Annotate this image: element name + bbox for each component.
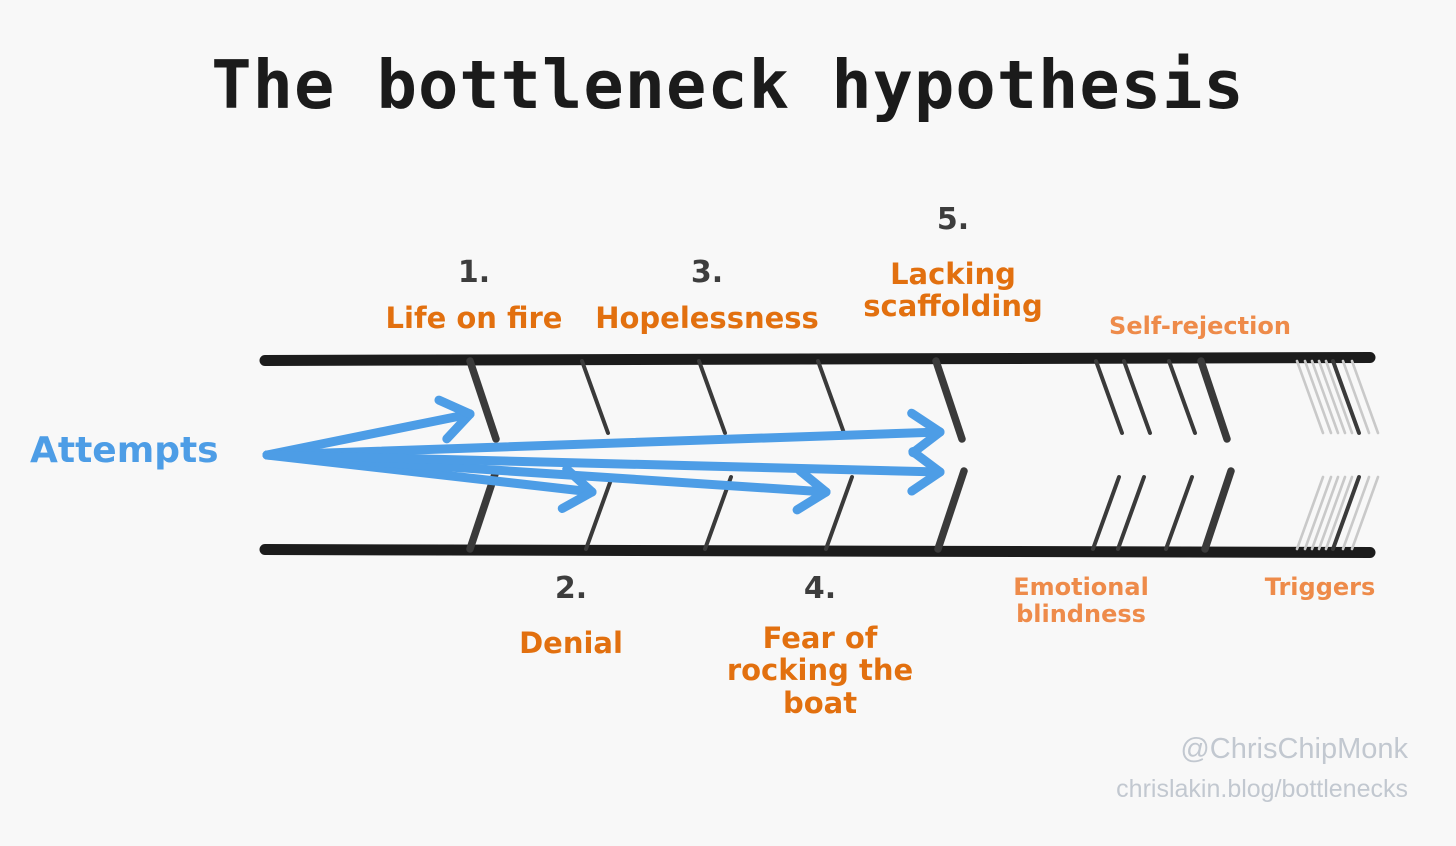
- arrow-to-stage-2-head: [557, 487, 597, 513]
- pipe-barb-top: [932, 357, 966, 443]
- minor-label-emotional-blindness: Emotional blindness: [1013, 573, 1149, 628]
- pipe-barb-top: [1310, 359, 1340, 435]
- pipe-barb-bottom: [1116, 475, 1146, 551]
- pipe-wall-top: [259, 352, 1376, 366]
- pipe-barbs-top: [466, 357, 1380, 443]
- stage-number-hopelessness: 3.: [690, 255, 724, 290]
- pipe-barb-top: [697, 359, 727, 435]
- attempts-label: Attempts: [30, 430, 219, 471]
- arrow-to-stage-1-head: [434, 395, 475, 419]
- minor-label-triggers: Triggers: [1264, 573, 1376, 601]
- arrow-to-stage-5-lower-head: [908, 447, 945, 477]
- stage-label-fear-of: Fear of rocking the boat: [726, 621, 914, 720]
- page-title: The bottleneck hypothesis: [211, 46, 1245, 124]
- pipe-barb-bottom: [1324, 475, 1354, 551]
- arrow-to-stage-5-upper-head: [907, 408, 945, 437]
- attempt-arrows: [262, 395, 945, 515]
- pipe-barb-bottom: [584, 475, 614, 551]
- pipe-barb-bottom: [1341, 475, 1371, 551]
- stage-label-denial: Denial: [519, 626, 623, 660]
- pipe-barb-bottom: [1201, 467, 1235, 553]
- pipe-barb-top: [1167, 359, 1197, 435]
- pipe-barb-bottom: [824, 475, 854, 551]
- pipe-barb-top: [1350, 359, 1380, 435]
- pipe-barb-bottom: [1164, 475, 1194, 551]
- pipe-barb-bottom: [934, 467, 968, 553]
- stage-label-lacking: Lacking scaffolding: [863, 257, 1043, 324]
- arrow-to-stage-5-lower: [262, 450, 945, 477]
- arrow-to-stage-5-upper: [262, 427, 945, 460]
- stage-number-lacking: 5.: [936, 202, 970, 237]
- pipe-barb-bottom: [1331, 475, 1361, 551]
- stage-number-fear-of: 4.: [803, 571, 837, 606]
- pipe-barb-bottom: [1091, 475, 1121, 551]
- arrow-to-stage-4-head: [792, 487, 831, 515]
- pipe-barb-top: [1341, 359, 1371, 435]
- pipe-barb-bottom: [1317, 475, 1347, 551]
- pipe-barb-top: [1295, 359, 1325, 435]
- pipe-barb-bottom: [1295, 475, 1325, 551]
- minor-label-self-rejection: Self-rejection: [1109, 312, 1291, 340]
- arrow-to-stage-1-head: [442, 409, 475, 444]
- pipe-barb-top: [1197, 357, 1231, 443]
- pipe-barb-top: [1303, 359, 1333, 435]
- pipe-wall-bottom: [259, 544, 1376, 558]
- pipe-barb-top: [1324, 359, 1354, 435]
- watermark-url: chrislakin.blog/bottlenecks: [1116, 775, 1408, 803]
- pipe-barb-top: [816, 359, 846, 435]
- pipe-walls: [259, 352, 1376, 558]
- pipe-barb-top: [1331, 359, 1361, 435]
- stage-number-life-on-fire: 1.: [457, 255, 491, 290]
- arrow-to-stage-4-head: [795, 465, 831, 497]
- stage-label-life-on-fire: Life on fire: [385, 301, 563, 335]
- pipe-barb-bottom: [1350, 475, 1380, 551]
- stage-label-hopelessness: Hopelessness: [595, 301, 819, 335]
- pipe-barb-top: [580, 359, 610, 435]
- pipe-barb-top: [1094, 359, 1124, 435]
- pipe-barb-top: [1317, 359, 1347, 435]
- arrow-to-stage-5-lower-head: [907, 467, 945, 496]
- pipe-barb-bottom: [1303, 475, 1333, 551]
- arrow-to-stage-1: [262, 409, 475, 460]
- pipe-barb-top: [1122, 359, 1152, 435]
- arrow-to-stage-5-upper-head: [908, 427, 945, 458]
- pipe-barb-top: [466, 357, 500, 443]
- stage-number-denial: 2.: [554, 571, 588, 606]
- watermark-handle: @ChrisChipMonk: [1180, 733, 1408, 765]
- pipe-barb-bottom: [1310, 475, 1340, 551]
